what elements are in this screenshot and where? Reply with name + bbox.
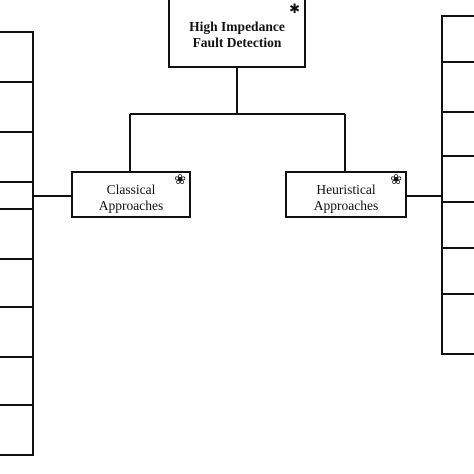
left-column-box — [0, 306, 34, 358]
flower-icon: ❀ — [390, 173, 402, 188]
right-column-box — [441, 15, 474, 63]
asterisk-icon: ✱ — [289, 1, 300, 16]
right-column-box — [441, 247, 474, 295]
left-column-box — [0, 356, 34, 406]
left-column-box — [0, 258, 34, 308]
right-column-box — [441, 155, 474, 203]
right-column-box — [441, 293, 474, 355]
right-column-box — [441, 201, 474, 249]
heuristical-approaches-label: Heuristical Approaches — [313, 182, 379, 213]
left-column-box — [0, 81, 34, 133]
left-column-box — [0, 131, 34, 183]
right-column-box — [441, 111, 474, 157]
left-column-box — [0, 208, 34, 260]
root-node-label: High Impedance Fault Detection — [189, 19, 285, 50]
classical-approaches-node: Classical Approaches ❀ — [71, 171, 191, 218]
right-column-box — [441, 61, 474, 113]
classical-approaches-label: Classical Approaches — [98, 182, 164, 213]
heuristical-approaches-node: Heuristical Approaches ❀ — [285, 171, 407, 218]
left-column-box — [0, 404, 34, 456]
left-column-box — [0, 181, 34, 210]
left-column-box — [0, 31, 34, 83]
root-node: High Impedance Fault Detection ✱ — [168, 0, 306, 68]
flower-icon: ❀ — [174, 173, 186, 188]
